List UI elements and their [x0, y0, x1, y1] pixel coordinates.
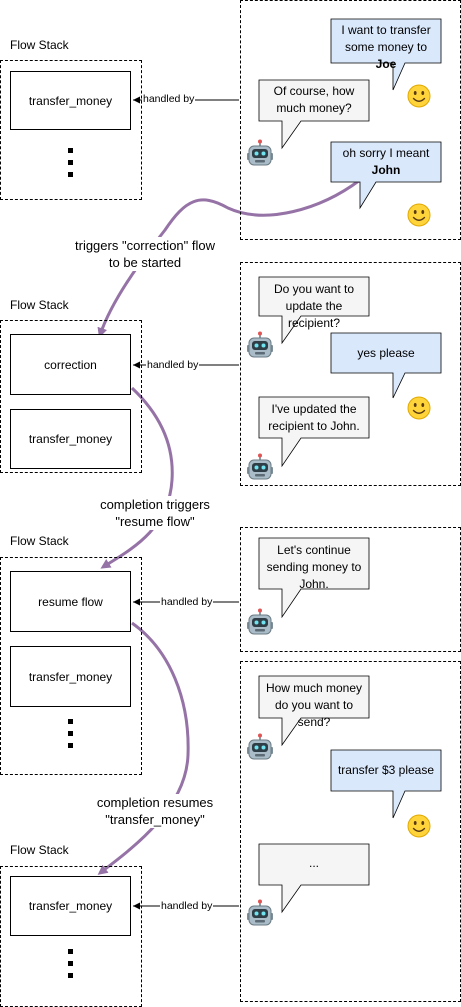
flow-stack-title: Flow Stack [10, 38, 69, 52]
user-message: yes please [357, 346, 415, 360]
transition-label: completion resumes "transfer_money" [60, 794, 250, 828]
flow-stack-container [0, 60, 142, 200]
flow-stack-title: Flow Stack [10, 534, 69, 548]
handled-by-label: handled by [146, 359, 200, 371]
flow-item-transfer-money: transfer_money [10, 71, 131, 130]
user-bubble-outline [330, 749, 442, 819]
transition-curve-2 [100, 386, 174, 569]
flow-item-transfer-money: transfer_money [10, 876, 131, 936]
bot-message: How much money do you want to send? [265, 681, 363, 729]
user-bubble-outline [330, 18, 442, 91]
bot-bubble-outline [258, 675, 370, 747]
transition-label-line: "resume flow" [115, 513, 195, 530]
flow-item-resume-flow: resume flow [10, 571, 131, 632]
transition-label-line: completion triggers [100, 496, 210, 513]
user-message: oh sorry I meant John [342, 146, 430, 177]
transition-curve-3 [97, 621, 190, 875]
user-bubble-outline [330, 141, 442, 210]
bot-bubble-outline [258, 79, 370, 150]
user-bubble-outline [330, 332, 442, 399]
stack-continuation-dots [64, 712, 76, 755]
flow-stack-container [0, 320, 142, 473]
transition-label-line: to be started [108, 254, 182, 271]
handled-by-label: handled by [142, 93, 196, 105]
user-message: I want to transfer some money to Joe [341, 23, 431, 71]
stack-continuation-dots [64, 942, 76, 985]
transition-label: completion triggers "resume flow" [60, 496, 250, 530]
transition-label: triggers "correction" flow to be started [40, 237, 250, 271]
bot-bubble-outline [258, 537, 370, 619]
handled-by-label: handled by [160, 596, 214, 608]
transition-label-line: triggers "correction" flow [75, 237, 215, 254]
flow-item-transfer-money: transfer_money [10, 409, 131, 469]
transition-label-line: completion resumes [96, 794, 214, 811]
flow-stack-container [0, 557, 142, 775]
transition-curve-1 [97, 178, 361, 338]
bot-bubble-outline [258, 396, 370, 468]
bot-message: I've updated the recipient to John. [268, 402, 360, 433]
user-message: transfer $3 please [337, 763, 435, 777]
stack-continuation-dots [64, 141, 76, 184]
bot-bubble-outline [258, 843, 370, 914]
flow-item-transfer-money: transfer_money [10, 646, 131, 707]
handled-by-label: handled by [160, 900, 214, 912]
transition-label-line: "transfer_money" [105, 811, 205, 828]
flow-stack-title: Flow Stack [10, 298, 69, 312]
bot-message: Let's continue sending money to John. [266, 543, 362, 591]
flow-stack-title: Flow Stack [10, 843, 69, 857]
bot-bubble-outline [258, 276, 370, 345]
flow-item-correction: correction [10, 334, 131, 395]
bot-message: Do you want to update the recipient? [273, 282, 355, 330]
bot-message: ... [308, 856, 319, 870]
bot-message: Of course, how much money? [273, 84, 355, 115]
